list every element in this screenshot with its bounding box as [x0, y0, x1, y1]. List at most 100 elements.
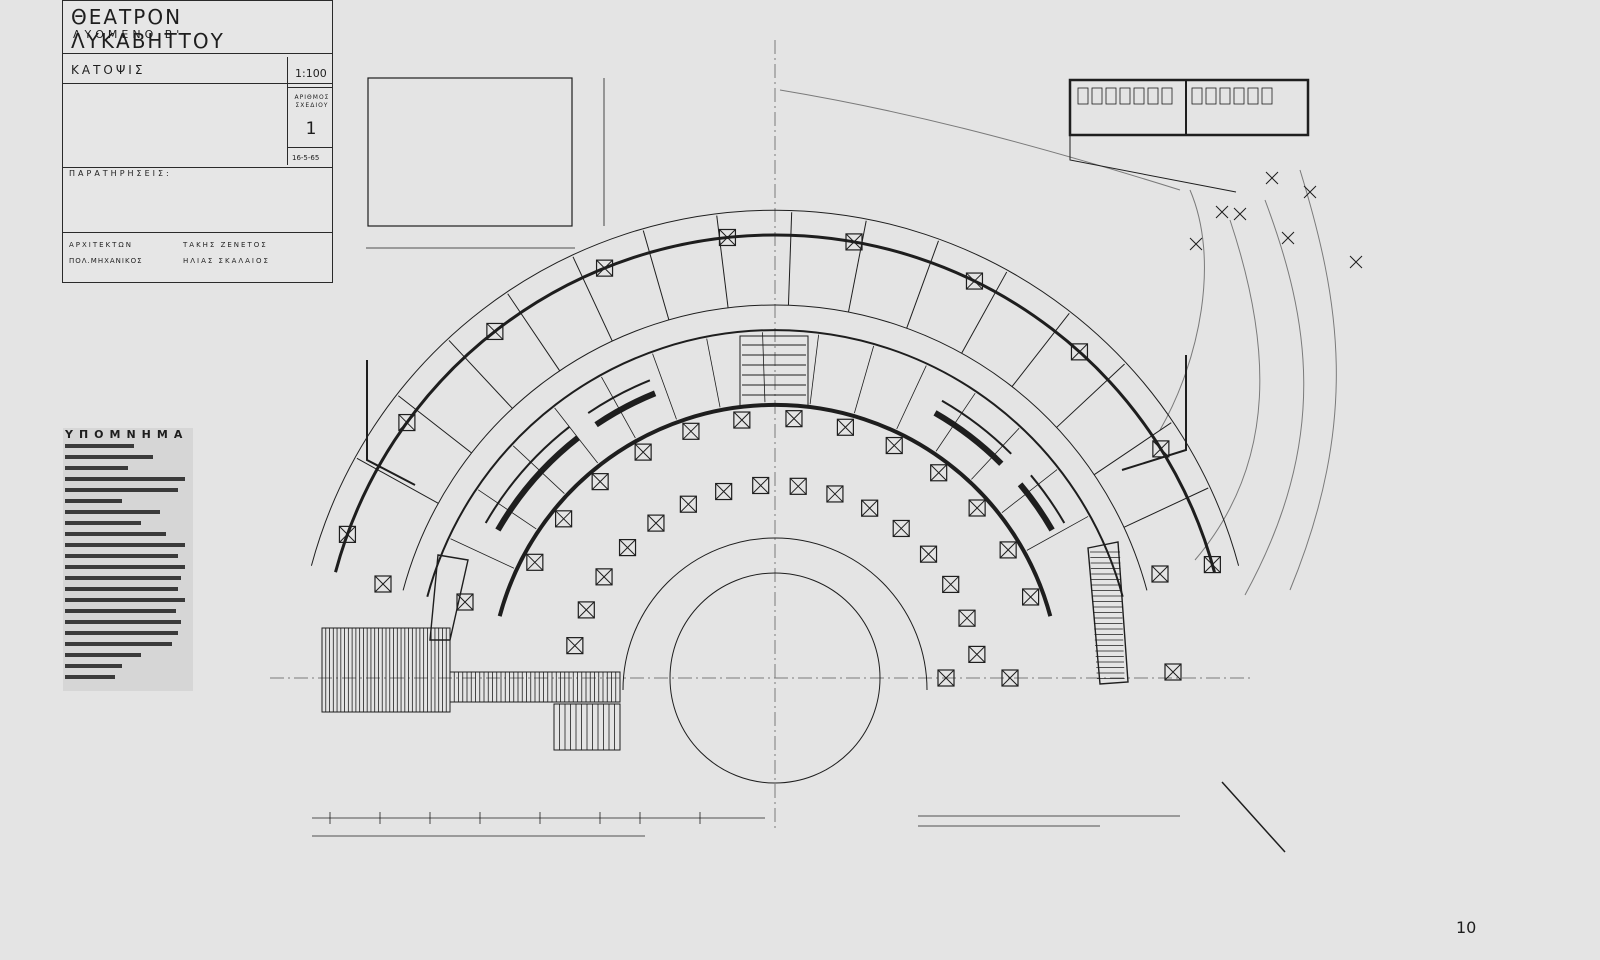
legend-entry — [65, 607, 191, 616]
column — [733, 411, 751, 429]
column — [968, 646, 986, 663]
drawing-title: ΘΕΑΤΡΟΝ ΛΥΚΑΒΗΤΤΟΥ — [71, 5, 225, 53]
room-partition — [507, 293, 561, 372]
tree-mark — [1349, 255, 1363, 269]
wc-stall — [1191, 87, 1203, 105]
legend-entry — [65, 519, 191, 528]
room-partition — [1001, 469, 1058, 514]
title-block-divider — [63, 53, 332, 54]
legend-entry — [65, 464, 191, 473]
column — [618, 538, 637, 557]
drawing-subtitle: ΛΥΟΜΕΝΟ Β' — [73, 28, 184, 41]
column — [968, 645, 986, 664]
legend-entry — [65, 618, 191, 627]
column — [892, 519, 910, 538]
room-partition — [1093, 422, 1172, 476]
annex-path — [1069, 135, 1237, 193]
legend-entry-text-bar — [65, 499, 122, 503]
column — [338, 525, 357, 543]
corridor-block — [941, 399, 1012, 455]
room-partition — [642, 230, 670, 321]
column — [966, 272, 983, 290]
legend-entry-text-bar — [65, 510, 160, 514]
column — [999, 541, 1017, 559]
room-partition — [450, 538, 515, 569]
column — [942, 576, 960, 593]
building-wall-arc — [402, 304, 1148, 591]
column — [1152, 440, 1170, 458]
title-block-divider — [287, 57, 288, 165]
legend-entry — [65, 651, 191, 660]
wc-stall — [1105, 87, 1117, 105]
legend-entry-text-bar — [65, 598, 185, 602]
west-ramp — [429, 554, 469, 641]
legend-entry-text-bar — [65, 521, 141, 525]
column — [595, 568, 613, 586]
drawing-number-label: ΑΡΙΘΜΟΣ ΣΧΕΔΙΟΥ — [294, 94, 330, 109]
column — [785, 410, 803, 428]
corridor-block — [484, 426, 571, 524]
engineer-name: ΗΛΙΑΣ ΣΚΑΛΑΙΟΣ — [183, 257, 270, 265]
legend-entry — [65, 640, 191, 649]
title-block-divider — [63, 167, 332, 168]
room-partition — [1123, 487, 1209, 528]
column — [930, 464, 948, 482]
room-partition — [906, 240, 939, 329]
legend-entry-text-bar — [65, 444, 135, 448]
wc-stall — [1147, 87, 1159, 105]
corridor-block — [1017, 482, 1055, 532]
east-stair — [1087, 541, 1129, 685]
title-block: ΘΕΑΤΡΟΝ ΛΥΚΑΒΗΤΤΟΥ ΛΥΟΜΕΝΟ Β' ΚΑΤΟΨΙΣ 1:… — [62, 0, 333, 283]
terrain-contour — [1159, 189, 1205, 431]
column — [937, 669, 955, 687]
column — [937, 669, 955, 687]
column — [456, 593, 474, 611]
column — [1164, 663, 1182, 681]
architect-label: ΑΡΧΙΤΕΚΤΩΝ — [69, 241, 134, 249]
column — [930, 464, 948, 482]
legend-entry-text-bar — [65, 653, 141, 657]
column — [634, 443, 652, 461]
column — [555, 510, 572, 528]
column — [920, 545, 937, 563]
legend-entry — [65, 629, 191, 638]
column — [647, 514, 665, 532]
drawing-date: 16-5-65 — [292, 154, 320, 162]
column — [715, 482, 733, 501]
column — [680, 495, 697, 513]
legend-entry-text-bar — [65, 543, 185, 547]
terrain-contour — [1289, 169, 1337, 591]
column — [892, 520, 910, 537]
column — [398, 413, 416, 432]
page-number: 10 — [1456, 918, 1477, 937]
column — [1071, 343, 1088, 361]
title-block-divider — [287, 147, 332, 148]
column — [682, 422, 700, 440]
column — [789, 477, 807, 495]
tree-mark — [1189, 237, 1203, 251]
terrain-contour — [1244, 199, 1305, 596]
column — [752, 476, 770, 495]
room-partition — [896, 365, 927, 430]
legend-entry-text-bar — [65, 675, 116, 679]
column — [1001, 669, 1019, 687]
wc-stall — [1161, 87, 1173, 105]
column — [999, 541, 1017, 559]
legend-entry-text-bar — [65, 488, 179, 492]
room-partition — [853, 345, 875, 414]
column — [591, 473, 609, 491]
tree-mark — [1265, 171, 1279, 185]
wc-stall — [1261, 87, 1273, 105]
column — [1151, 565, 1169, 583]
tree-mark — [1303, 185, 1317, 199]
room-partition — [356, 457, 439, 504]
column — [619, 539, 636, 556]
drawing-type: ΚΑΤΟΨΙΣ — [71, 63, 146, 77]
legend-entry — [65, 497, 191, 506]
terrain-contours — [779, 89, 1363, 853]
column — [591, 473, 609, 490]
room-partition — [961, 271, 1008, 354]
dimension-lines — [312, 78, 1180, 837]
building-walls — [310, 77, 1240, 784]
column — [1001, 669, 1019, 687]
